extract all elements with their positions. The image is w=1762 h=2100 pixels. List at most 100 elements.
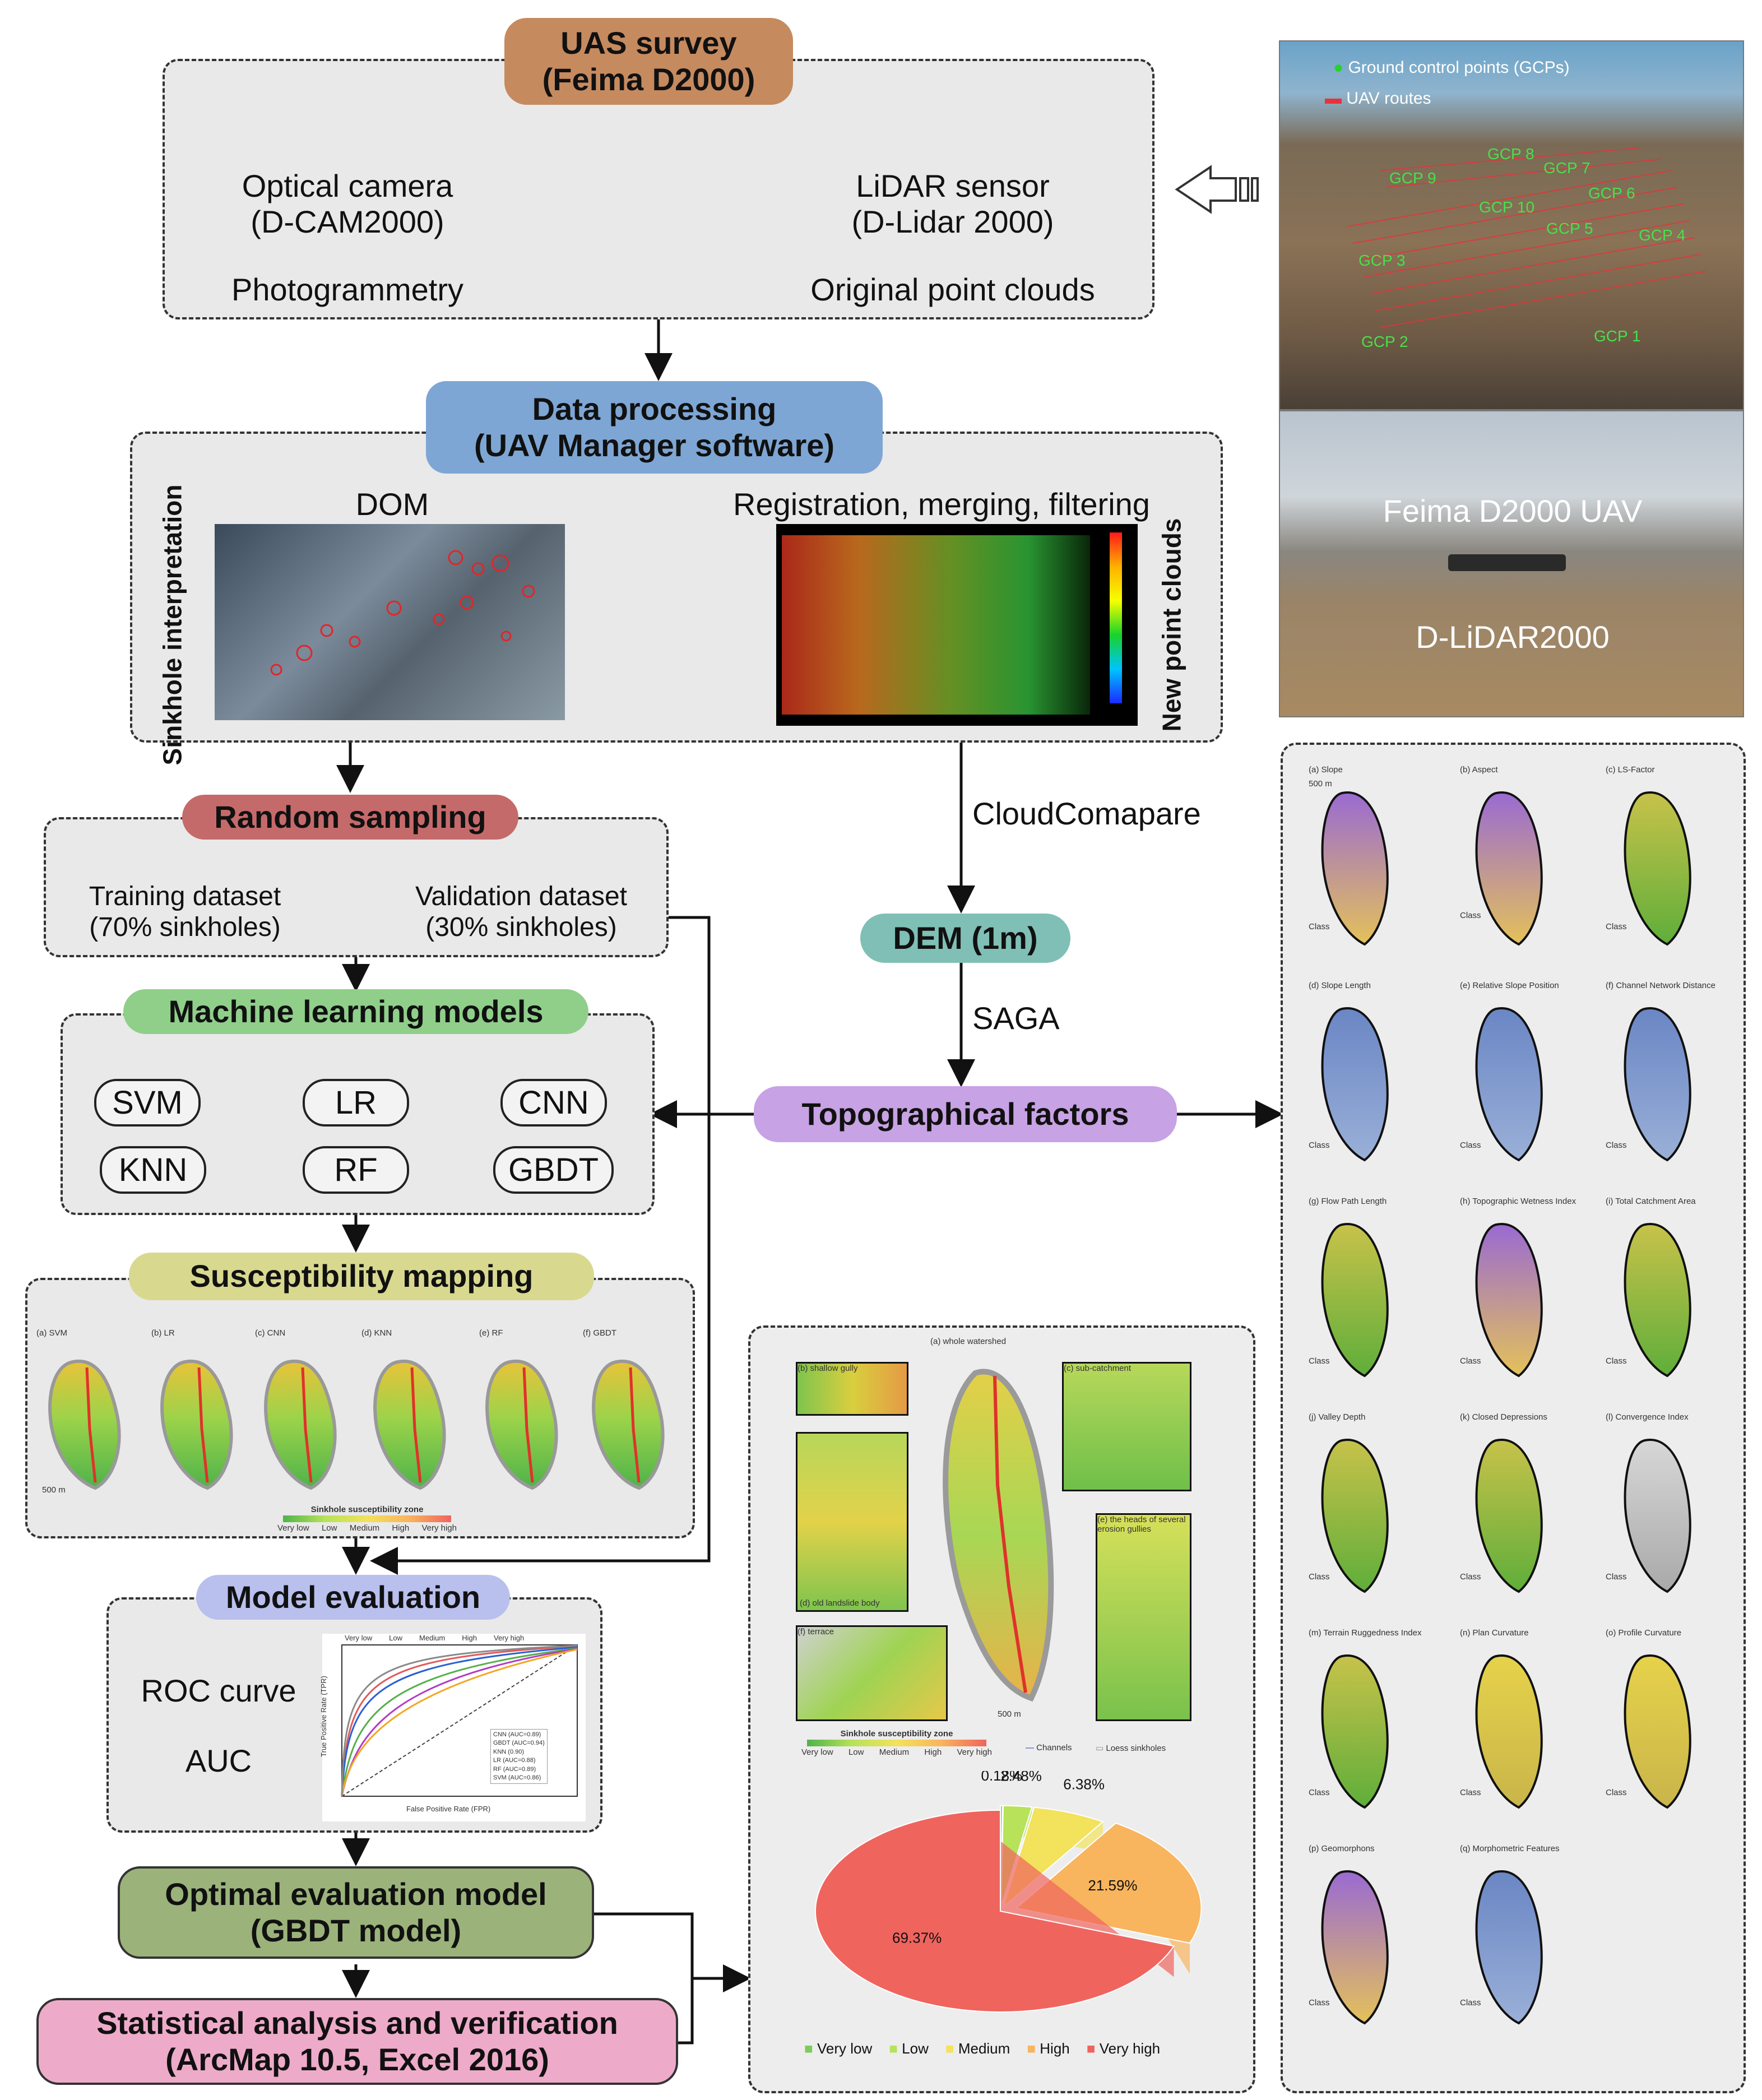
inset-terrace: (f) terrace [796,1625,948,1721]
pie-label-very-high: 69.37% [892,1930,942,1946]
optical-camera: Optical camera [242,168,453,203]
optimal-title: Optimal evaluation model [165,1876,547,1912]
roc-zone-high: High [462,1634,477,1642]
inset-erosion-heads: (e) the heads of several erosion gullies [1096,1513,1191,1721]
channels-legend: — Channels [1026,1743,1072,1753]
inset-label-b: (b) shallow gully [797,1364,858,1373]
gcp-1: GCP 1 [1594,327,1641,345]
route-icon: ▬ [1325,89,1342,108]
map-label-svm: (a) SVM [36,1328,68,1338]
photogrammetry-label: Photogrammetry [231,272,463,307]
random-sampling-panel [44,817,669,957]
factor-map-shapes [1321,791,1691,2025]
training-percent: (70% sinkholes) [89,912,281,943]
factor-flow-path: (g) Flow Path Length [1309,1197,1387,1206]
elevation-colorbar [1110,532,1122,703]
registration-label: Registration, merging, filtering [733,486,1150,522]
gcp-3: GCP 3 [1358,252,1406,269]
roc-legend: CNN (AUC=0.89) GBDT (AUC=0.94) KNN (0.90… [490,1729,548,1784]
roc-legend-svm: SVM (AUC=0.86) [493,1774,541,1781]
class-label: Class [1309,1141,1330,1150]
new-point-clouds-text: New point clouds [1157,518,1186,732]
class-label: Class [1309,1572,1330,1582]
roc-chart-svg [341,1644,578,1797]
gcp-10: GCP 10 [1479,198,1535,216]
factor-convergence: (l) Convergence Index [1606,1412,1689,1422]
pie-chart: 0.18%2.48%6.38%21.59%69.37% [815,1771,1202,2013]
dem-box: DEM (1m) [860,914,1070,963]
pie-legend-medium-text: Medium [958,2040,1010,2057]
factor-twi: (h) Topographic Wetness Index [1460,1197,1576,1206]
training-dataset-label: Training dataset (70% sinkholes) [56,881,314,943]
uav-label: Feima D2000 UAV [1383,493,1643,529]
map-label-cnn: (c) CNN [255,1328,286,1338]
gcp-9: GCP 9 [1389,169,1436,187]
roc-x-label: False Positive Rate (FPR) [406,1805,491,1813]
factor-plan-curvature: (n) Plan Curvature [1460,1628,1529,1638]
optimal-subtitle: (GBDT model) [250,1912,462,1948]
class-label: Class [1460,1998,1481,2008]
topo-factors-box: Topographical factors [754,1086,1177,1142]
pie-legend: ■ Very low ■ Low ■ Medium ■ High ■ Very … [804,2040,1160,2057]
gcp-4: GCP 4 [1639,226,1686,244]
factor-channel-distance: (f) Channel Network Distance [1606,981,1715,990]
original-point-clouds-label: Original point clouds [810,272,1095,307]
factor-maps-panel [1281,743,1746,2093]
routes-legend-text: UAV routes [1346,89,1431,108]
zone-very-high: Very high [421,1523,457,1533]
factor-slope-length: (d) Slope Length [1309,981,1371,990]
model-rf: RF [303,1146,409,1194]
map-label-rf: (e) RF [479,1328,503,1338]
uav-route-overlay [1347,147,1707,328]
roc-legend-lr: LR (AUC=0.88) [493,1757,536,1764]
factor-geomorphons: (p) Geomorphons [1309,1844,1375,1853]
pie-legend-high-text: High [1040,2040,1070,2057]
sinkhole-interpretation-label: Sinkhole interpretation [141,485,203,766]
watershed-title: (a) whole watershed [930,1337,1007,1346]
optimal-model-box: Optimal evaluation model(GBDT model) [118,1866,594,1959]
evaluation-box: Model evaluation [196,1575,510,1620]
zone-medium: Medium [349,1523,380,1533]
susceptibility-maps: (a) SVM (b) LR (c) CNN (d) KNN (e) RF (f… [34,1328,689,1496]
saga-label: SAGA [972,1000,1060,1036]
ws-zone-medium: Medium [879,1747,910,1757]
inset-sub-catchment: (c) sub-catchment [1062,1362,1191,1491]
point-cloud-density [782,535,1090,715]
optical-camera-label: Optical camera (D-CAM2000) [179,168,516,240]
random-sampling-box: Random sampling [182,795,518,840]
inset-label-d: (d) old landslide body [800,1598,880,1608]
model-cnn: CNN [500,1079,607,1127]
inset-landslide: (d) old landslide body [796,1432,908,1612]
map-label-knn: (d) KNN [361,1328,392,1338]
scale-bar-label: 500 m [42,1485,66,1495]
point-cloud-image [776,524,1138,726]
zone-low: Low [321,1523,337,1533]
whole-watershed-map [943,1369,1054,1702]
uas-title: UAS survey [560,25,737,61]
uav-photo: Feima D2000 UAV D-LiDAR2000 [1279,410,1744,717]
loess-sinkhole-icon: ▭ [1096,1744,1104,1753]
dom-label: DOM [355,486,429,522]
inset-label-f: (f) terrace [797,1627,834,1637]
roc-legend-cnn: CNN (AUC=0.89) [493,1731,541,1738]
hollow-arrow-icon [1175,165,1259,214]
sinkhole-interpretation-text: Sinkhole interpretation [157,484,187,766]
pie-label-high: 21.59% [1088,1877,1137,1894]
gcp-legend: ● Ground control points (GCPs) [1333,58,1570,77]
class-label: Class [1460,1572,1481,1582]
inset-shallow-gully: (b) shallow gully [796,1362,908,1416]
dom-image [215,524,565,720]
roc-zone-very-low: Very low [345,1634,373,1642]
model-lr: LR [303,1079,409,1127]
roc-zone-medium: Medium [419,1634,446,1642]
factor-relative-slope: (e) Relative Slope Position [1460,981,1559,990]
pie-legend-low: ■ Low [889,2040,929,2057]
uas-survey-box: UAS survey(Feima D2000) [504,18,793,105]
susceptibility-map-shapes [48,1359,665,1490]
ws-zone-high: High [924,1747,942,1757]
lidar-sensor: LiDAR sensor [856,168,1050,203]
validation-dataset: Validation dataset [415,882,628,911]
pie-label-medium: 6.38% [1063,1776,1105,1792]
stats-title: Statistical analysis and verification [96,2005,618,2041]
gcp-6: GCP 6 [1588,184,1635,202]
